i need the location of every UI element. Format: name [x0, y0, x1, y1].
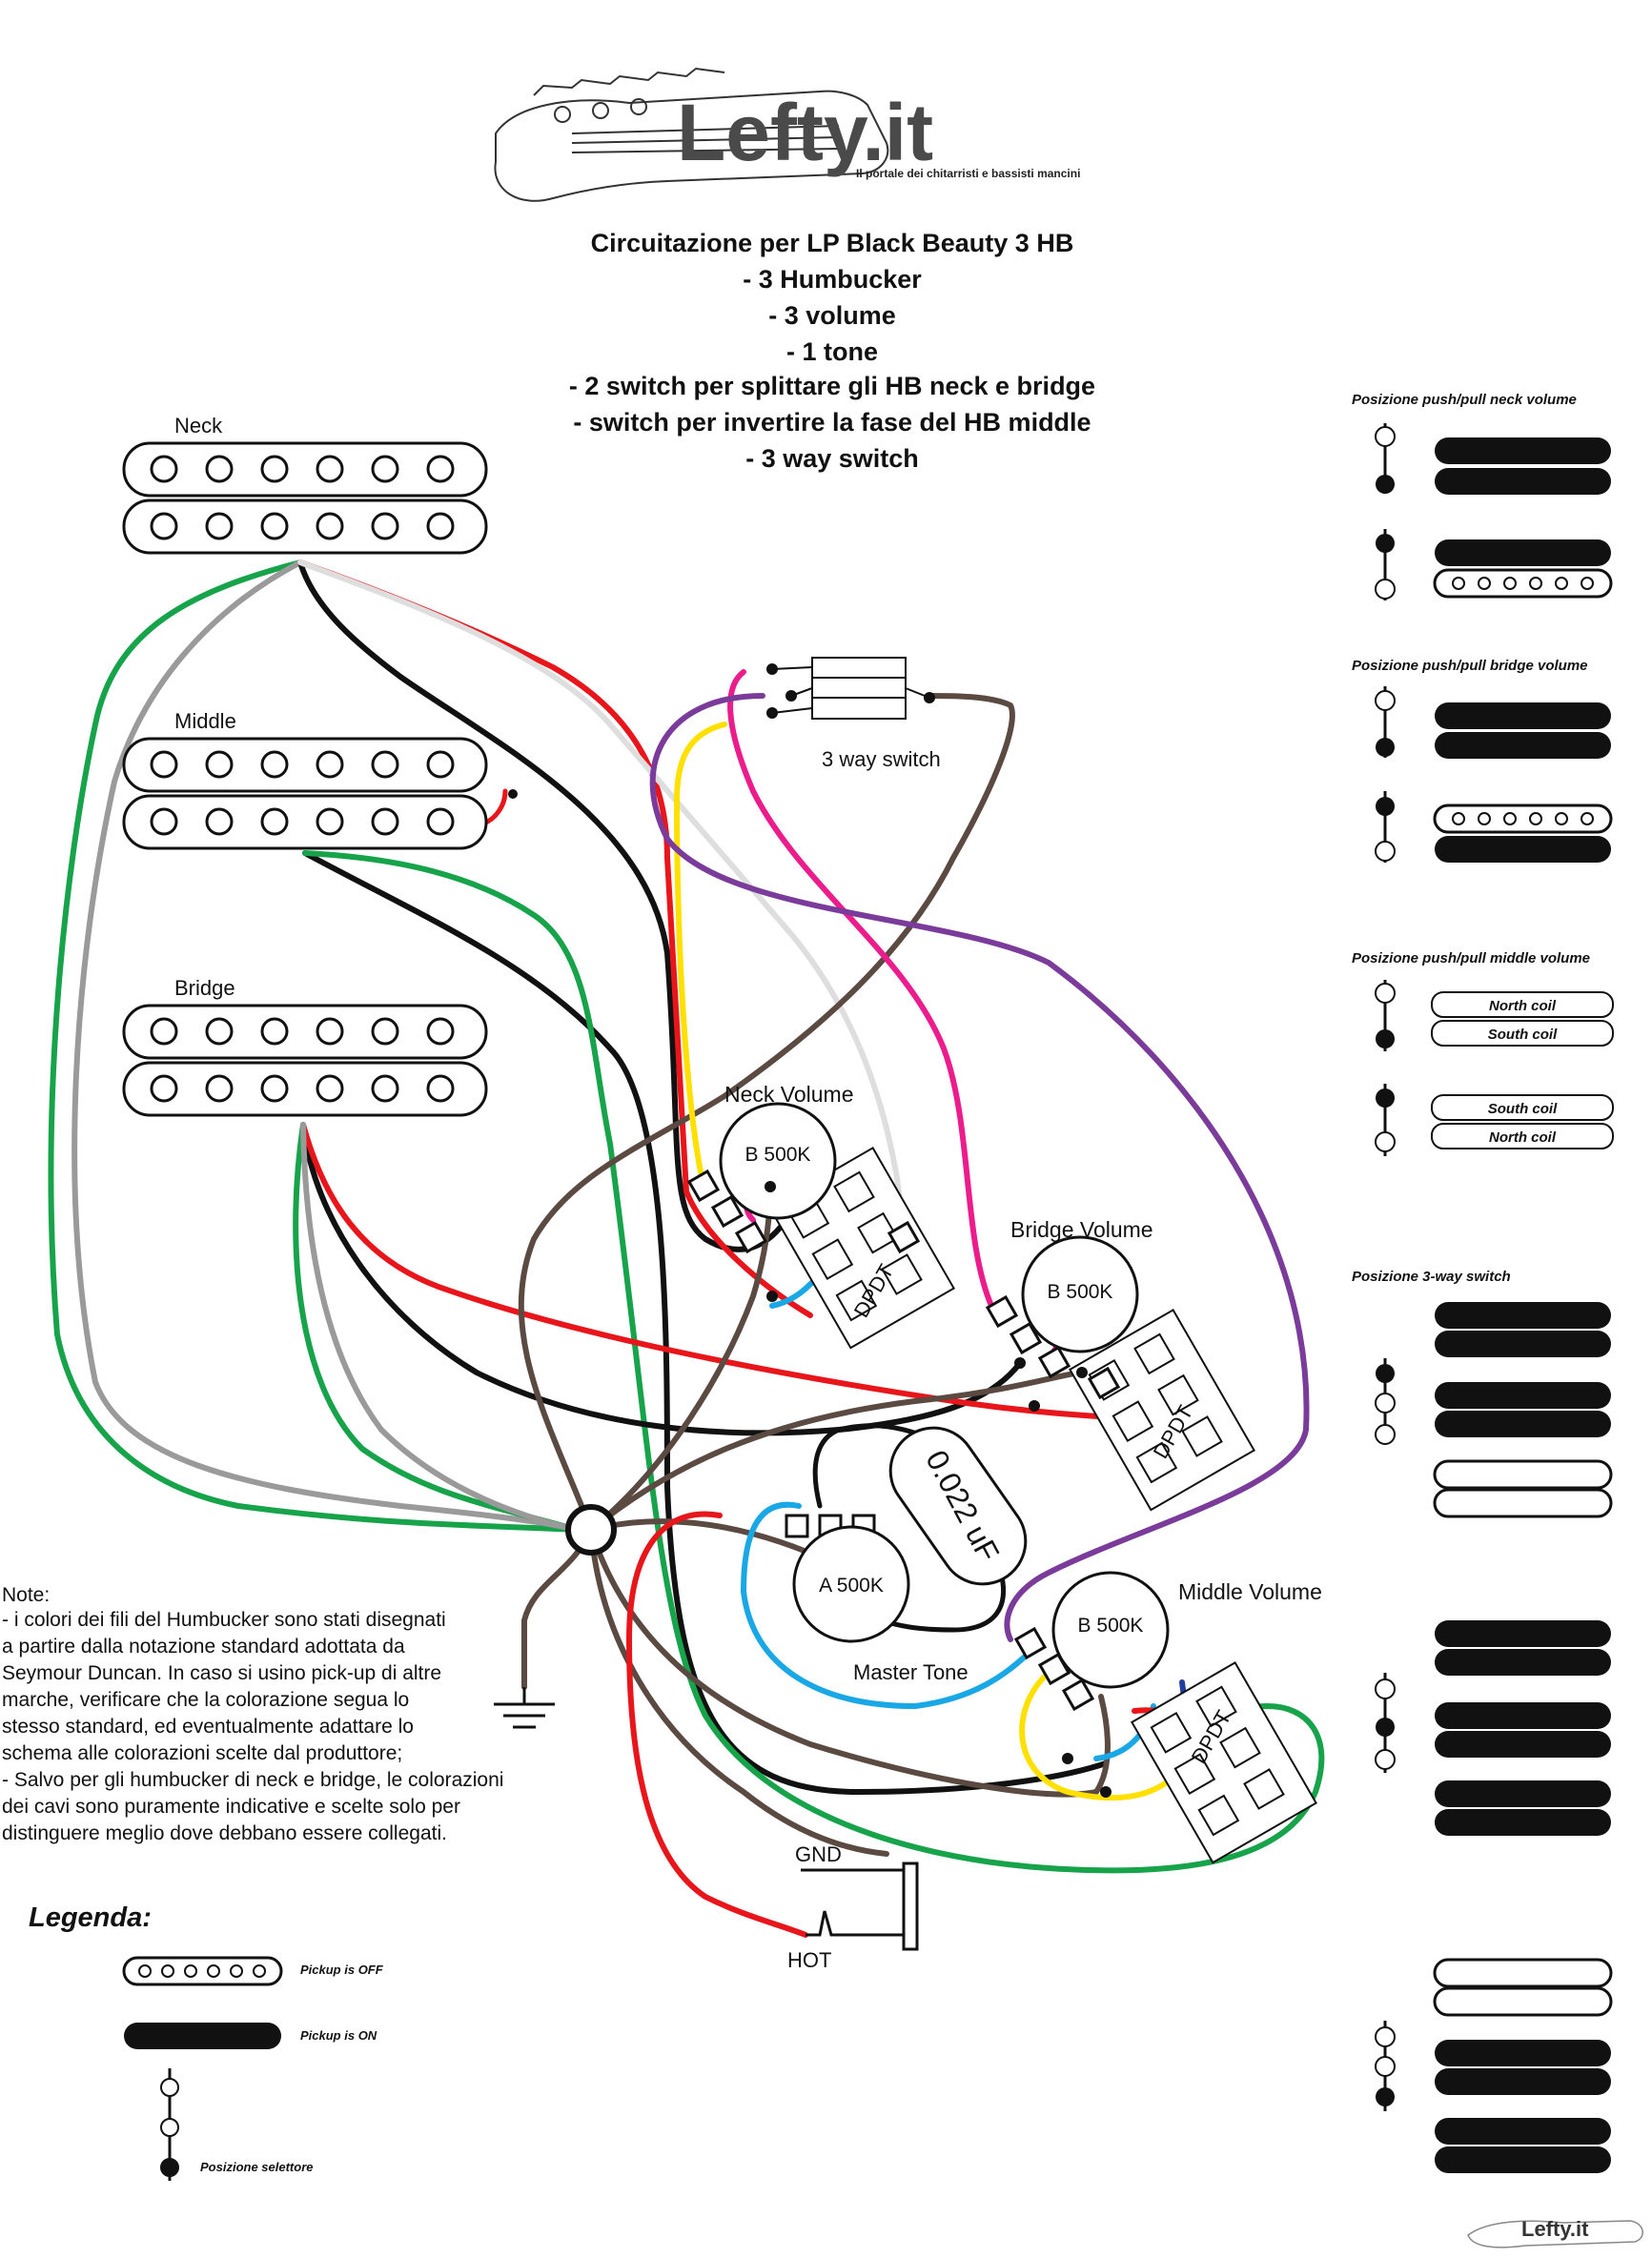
wire-bridge-black — [300, 1122, 1023, 1436]
bridge-pickup-label: Bridge — [174, 976, 235, 1000]
side-neck-title: Posizione push/pull neck volume — [1352, 392, 1577, 408]
master-tone-label: Master Tone — [853, 1660, 969, 1684]
ground-symbol-icon — [494, 1687, 555, 1729]
wire-cap-lead-2 — [879, 1570, 1007, 1633]
notes-line-7: - Salvo per gli humbucker di neck e brid… — [2, 1769, 503, 1791]
wire-ground-brown-3 — [588, 1370, 1085, 1533]
wire-bridge-green — [293, 1122, 580, 1533]
title-line-2: - 3 volume — [768, 301, 896, 330]
side-middle-title: Posizione push/pull middle volume — [1352, 950, 1590, 966]
jack-hot-label: HOT — [787, 1948, 831, 1972]
notes-line-6: schema alle colorazioni scelte dal produ… — [2, 1742, 402, 1764]
title-heading: Circuitazione per LP Black Beauty 3 HB — [591, 229, 1074, 257]
footer-brand: Lefty.it — [1521, 2217, 1589, 2241]
middle-pickup-label: Middle — [174, 709, 236, 733]
wire-cyan-tone — [741, 1501, 1037, 1709]
title-line-3: - 1 tone — [786, 337, 878, 366]
notes-line-4: marche, verificare che la colorazione se… — [2, 1689, 409, 1711]
legend-off-label: Pickup is OFF — [300, 1963, 384, 1977]
title-block: Circuitazione per LP Black Beauty 3 HB -… — [569, 229, 1095, 473]
neck-pickup: Neck — [122, 414, 488, 555]
logo-brand: Lefty.it — [677, 88, 933, 177]
wire-ground-brown-1 — [518, 693, 1015, 1533]
neck-volume-value: B 500K — [745, 1144, 811, 1166]
notes-line-2: a partire dalla notazione standard adott… — [2, 1636, 405, 1658]
notes-line-5: stesso standard, ed eventualmente adatta… — [2, 1716, 414, 1738]
wire-red-hot — [626, 1511, 808, 1938]
capacitor: 0.022 uF — [888, 1426, 1028, 1586]
title-line-4: - 2 switch per splittare gli HB neck e b… — [569, 372, 1095, 400]
master-tone-pot: A 500K Master Tone — [785, 1514, 969, 1684]
wire-ground-brown-2 — [588, 1184, 773, 1533]
neck-pickup-label: Neck — [174, 414, 223, 437]
side-way3-title: Posizione 3-way switch — [1352, 1269, 1511, 1285]
logo-tagline: Il portale dei chitarristi e bassisti ma… — [856, 167, 1080, 180]
neck-volume-label: Neck Volume — [724, 1082, 854, 1107]
notes-block: Note: - i colori dei fili del Humbucker … — [2, 1584, 503, 1844]
side-neck-volume: Posizione push/pull neck volume — [1352, 392, 1613, 600]
legend-title: Legenda: — [29, 1902, 152, 1933]
wire-cap-lead-1 — [812, 1423, 923, 1509]
three-way-switch: 3 way switch — [766, 657, 941, 771]
side-middle-volume: Posizione push/pull middle volume North … — [1352, 950, 1614, 1156]
middle-pickup: Middle — [122, 709, 518, 850]
legend: Legenda: Pickup is OFF Pickup is ON Posi… — [29, 1902, 384, 2181]
notes-line-9: distinguere meglio dove debbano essere c… — [2, 1822, 447, 1844]
jack-gnd-label: GND — [795, 1842, 842, 1866]
footer-headstock-icon — [1467, 2220, 1643, 2248]
side-bridge-title: Posizione push/pull bridge volume — [1352, 658, 1588, 674]
side-bridge-volume: Posizione push/pull bridge volume — [1352, 658, 1613, 863]
side-middle-north-2: North coil — [1489, 1129, 1557, 1146]
wires — [48, 559, 1325, 1938]
wire-middle-green — [302, 850, 1325, 1874]
title-line-6: - 3 way switch — [745, 444, 919, 473]
legend-selector-label: Posizione selettore — [200, 2160, 313, 2174]
wire-bridge-red — [300, 1122, 1214, 1423]
wire-ground-brown-6 — [588, 1527, 889, 1857]
middle-volume-label: Middle Volume — [1178, 1579, 1322, 1604]
middle-volume-value: B 500K — [1078, 1615, 1144, 1637]
wire-neck-green — [48, 559, 580, 1533]
lefty-logo: Lefty.it Il portale dei chitarristi e ba… — [494, 67, 1080, 202]
legend-selector-icon — [160, 2068, 179, 2181]
side-middle-south-2: South coil — [1488, 1101, 1558, 1117]
guitar-headstock-icon — [494, 67, 889, 202]
wire-neck-white — [297, 559, 904, 1242]
notes-line-3: Seymour Duncan. In caso si usino pick-up… — [2, 1662, 441, 1684]
legend-on-label: Pickup is ON — [300, 2028, 377, 2043]
wire-neck-gray — [71, 559, 580, 1533]
bridge-volume-pot: Bridge Volume DPDT B 500K — [985, 1217, 1255, 1512]
bridge-pickup: Bridge — [122, 976, 488, 1117]
side-three-way: Posizione 3-way switch — [1352, 1269, 1613, 2173]
neck-volume-pot: Neck Volume DPDT B 500K — [686, 1082, 955, 1350]
footer-logo: Lefty.it — [1467, 2217, 1643, 2248]
notes-heading: Note: — [2, 1584, 50, 1606]
wire-neck-black — [297, 559, 794, 1252]
wire-ground-brown-5 — [588, 1527, 1111, 1798]
notes-line-8: dei cavi sono puramente indicative e sce… — [2, 1796, 460, 1818]
wire-middle-black — [302, 850, 1109, 1795]
side-middle-south-1: South coil — [1488, 1027, 1558, 1043]
wire-magenta-neck — [727, 669, 994, 1309]
side-middle-north-1: North coil — [1489, 998, 1557, 1014]
middle-volume-pot: Middle Volume DPDT B 500K — [1013, 1571, 1322, 1864]
master-tone-value: A 500K — [819, 1575, 884, 1597]
notes-line-1: - i colori dei fili del Humbucker sono s… — [2, 1609, 446, 1631]
title-line-1: - 3 Humbucker — [743, 265, 922, 294]
star-ground-point — [565, 1504, 617, 1556]
wire-bridge-gray — [300, 1122, 580, 1533]
title-line-5: - switch per invertire la fase del HB mi… — [573, 408, 1091, 437]
bridge-volume-value: B 500K — [1048, 1281, 1113, 1303]
junction-dots — [765, 1181, 1112, 1798]
three-way-switch-label: 3 way switch — [822, 747, 941, 771]
output-jack: GND HOT — [787, 1842, 919, 1972]
wire-yellow-neck — [674, 722, 727, 1175]
wire-purple — [649, 693, 1310, 1642]
